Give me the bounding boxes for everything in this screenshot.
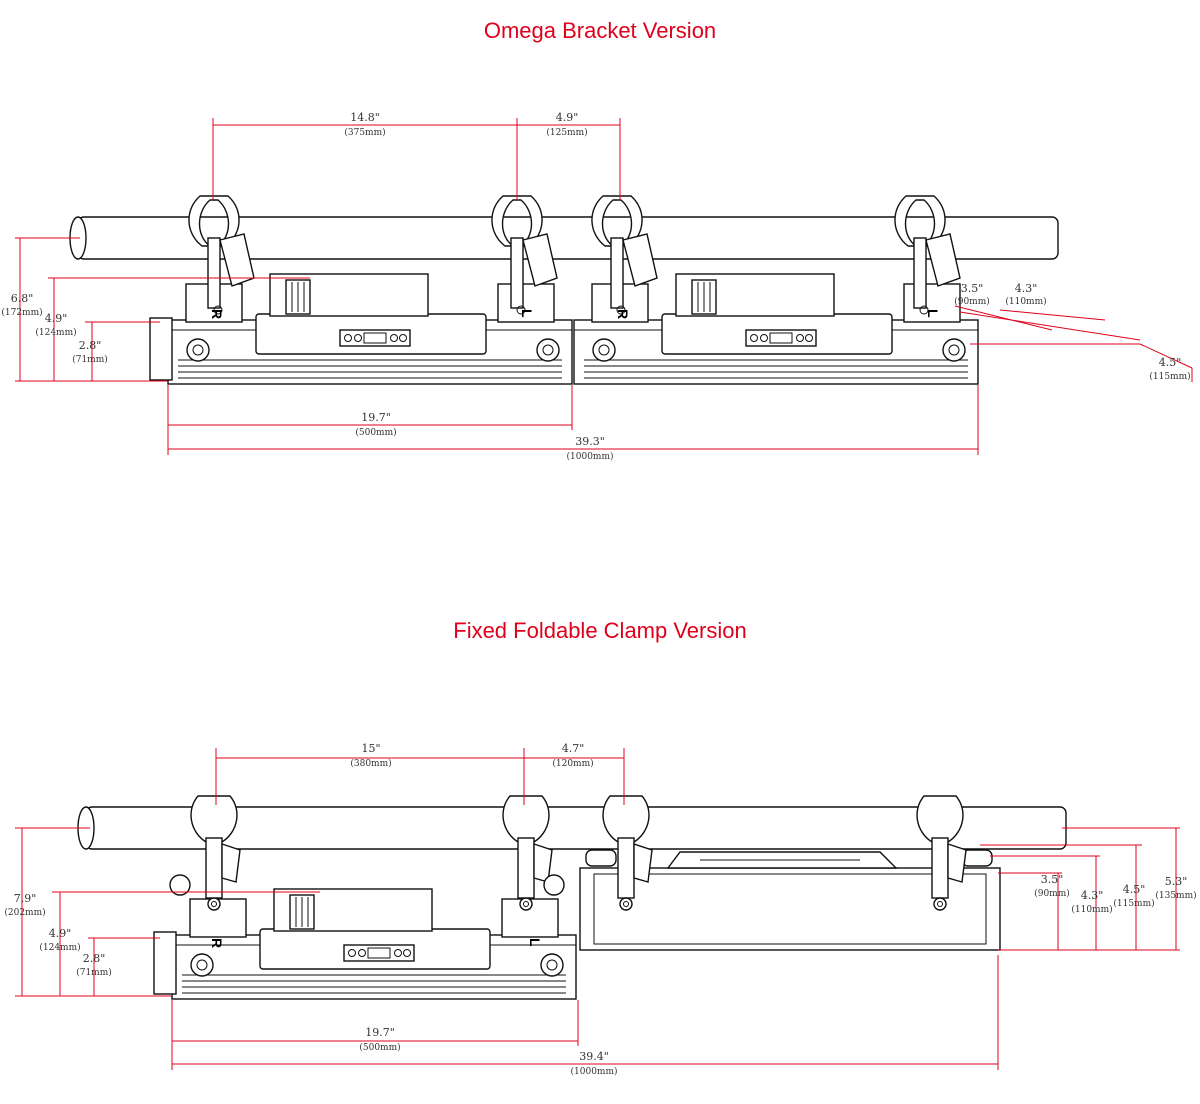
- omega-width-single-in: 19.7": [361, 411, 391, 424]
- fixed-height-low-mm: (71mm): [76, 967, 112, 978]
- omega-right-c-in: 4.5": [1159, 356, 1182, 369]
- fixed-width-total-mm: (1000mm): [571, 1066, 618, 1077]
- omega-right-c-mm: (115mm): [1149, 371, 1190, 382]
- omega-width-total-mm: (1000mm): [567, 451, 614, 462]
- bracket-label-l1: L: [519, 309, 535, 318]
- fixed-clamp-offset-in: 4.7": [562, 742, 585, 755]
- omega-width-single-mm: (500mm): [355, 427, 396, 438]
- omega-clamp-spacing-in: 14.8": [350, 111, 380, 124]
- fixed-height-low-in: 2.8": [83, 952, 106, 965]
- omega-clamp-offset-mm: (125mm): [546, 127, 587, 138]
- fixed-right-d-mm: (135mm): [1155, 890, 1196, 901]
- fixed-clamp-spacing-in: 15": [361, 742, 380, 755]
- omega-clamp-offset-in: 4.9": [556, 111, 579, 124]
- fixed-right-c-mm: (115mm): [1113, 898, 1154, 909]
- fixed-drawing: R L: [77, 795, 1067, 1000]
- omega-height-mid-mm: (124mm): [35, 327, 76, 338]
- fixed-height-pipe-in: 7.9": [14, 892, 37, 905]
- fixed-section-title: Fixed Foldable Clamp Version: [453, 618, 747, 643]
- fixed-width-total-in: 39.4": [579, 1050, 609, 1063]
- omega-height-low-in: 2.8": [79, 339, 102, 352]
- bracket-label-r1: R: [209, 309, 225, 319]
- bracket-label-r2: R: [615, 309, 631, 319]
- fixed-bracket-label-r: R: [209, 938, 225, 948]
- omega-clamp-spacing-mm: (375mm): [344, 127, 385, 138]
- fixed-height-mid-mm: (124mm): [39, 942, 80, 953]
- fixed-right-b-in: 4.3": [1081, 889, 1104, 902]
- omega-width-total-in: 39.3": [575, 435, 605, 448]
- fixed-right-a-mm: (90mm): [1034, 888, 1070, 899]
- fixed-right-c-in: 4.5": [1123, 883, 1146, 896]
- fixed-height-pipe-mm: (202mm): [4, 907, 45, 918]
- fixed-clamp-offset-mm: (120mm): [552, 758, 593, 769]
- omega-drawing: R L R L: [69, 195, 1059, 385]
- fixed-bracket-label-l: L: [527, 938, 543, 947]
- omega-right-a-mm: (90mm): [954, 296, 990, 307]
- fixed-right-d-in: 5.3": [1165, 875, 1188, 888]
- fixed-width-single-in: 19.7": [365, 1026, 395, 1039]
- omega-height-pipe-in: 6.8": [11, 292, 34, 305]
- fixed-width-single-mm: (500mm): [359, 1042, 400, 1053]
- fixed-right-a-in: 3.5": [1041, 873, 1064, 886]
- bracket-label-l2: L: [925, 309, 941, 318]
- omega-height-low-mm: (71mm): [72, 354, 108, 365]
- omega-right-b-in: 4.3": [1015, 282, 1038, 295]
- omega-height-pipe-mm: (172mm): [1, 307, 42, 318]
- omega-right-a-in: 3.5": [961, 282, 984, 295]
- fixed-height-mid-in: 4.9": [49, 927, 72, 940]
- omega-right-b-mm: (110mm): [1005, 296, 1046, 307]
- fixed-dimensions: 15" (380mm) 4.7" (120mm) 7.9" (202mm) 4.…: [4, 742, 1196, 1077]
- omega-dimensions: 14.8" (375mm) 4.9" (125mm) 6.8" (172mm) …: [1, 111, 1193, 462]
- fixed-right-b-mm: (110mm): [1071, 904, 1112, 915]
- omega-section-title: Omega Bracket Version: [483, 18, 717, 43]
- fixed-clamp-spacing-mm: (380mm): [350, 758, 391, 769]
- omega-height-mid-in: 4.9": [45, 312, 68, 325]
